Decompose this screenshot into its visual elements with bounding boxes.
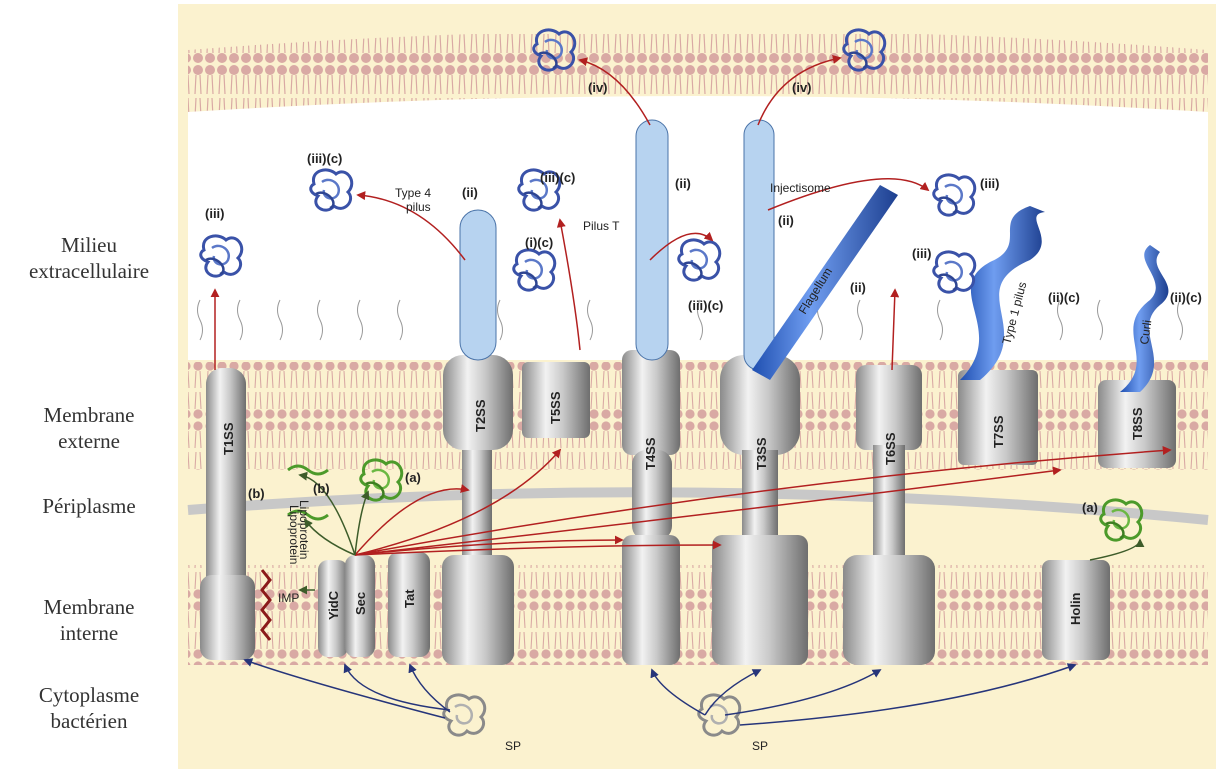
lipoprotein-label-2: Lipoprotein bbox=[287, 505, 301, 564]
t1ss-label: T1SS bbox=[221, 422, 236, 455]
pilus-t-label: Pilus T bbox=[583, 219, 620, 233]
annotation-iiic-t4: (iii)(c) bbox=[688, 298, 723, 313]
annotation-ii-t3: (ii) bbox=[778, 213, 794, 228]
type4-pilus-label-2: pilus bbox=[406, 200, 431, 214]
annotation-a-right: (a) bbox=[1082, 500, 1098, 515]
t7ss-label: T7SS bbox=[991, 415, 1006, 448]
annotation-b-lipo: (b) bbox=[313, 481, 330, 496]
t2ss-label: T2SS bbox=[473, 399, 488, 432]
t8ss-label: T8SS bbox=[1130, 407, 1145, 440]
t4ss-label: T4SS bbox=[643, 437, 658, 470]
t6ss-label: T6SS bbox=[883, 432, 898, 465]
annotation-iii-t1: (iii) bbox=[205, 206, 225, 221]
outer-membrane-lipids-2 bbox=[188, 422, 1208, 470]
sp-left-label: SP bbox=[505, 739, 521, 753]
annotation-ii-t2: (ii) bbox=[462, 185, 478, 200]
annotation-iiic-t2: (iii)(c) bbox=[307, 151, 342, 166]
annotation-iiic-t5: (iii)(c) bbox=[540, 170, 575, 185]
type4-pilus-label-1: Type 4 bbox=[395, 186, 431, 200]
type4-pilus bbox=[460, 210, 496, 360]
annotation-b-t1: (b) bbox=[248, 486, 265, 501]
annotation-iii-t6: (iii) bbox=[912, 246, 932, 261]
annotation-iic-t8: (ii)(c) bbox=[1170, 290, 1202, 305]
annotation-ii-t4: (ii) bbox=[675, 176, 691, 191]
annotation-iic-t7: (ii)(c) bbox=[1048, 290, 1080, 305]
sp-right-label: SP bbox=[752, 739, 768, 753]
outer-membrane-lipids bbox=[188, 362, 1208, 422]
sec-label: Sec bbox=[353, 592, 368, 615]
annotation-ii-flagellum: (ii) bbox=[850, 280, 866, 295]
tat-label: Tat bbox=[402, 589, 417, 608]
t5ss-label: T5SS bbox=[548, 391, 563, 424]
annotation-iii-t3: (iii) bbox=[980, 176, 1000, 191]
t3ss-label: T3SS bbox=[754, 437, 769, 470]
annotation-ic-t5: (i)(c) bbox=[525, 235, 553, 250]
yidc-label: YidC bbox=[326, 590, 341, 620]
annotation-iv-right: (iv) bbox=[792, 80, 812, 95]
injectisome-label: Injectisome bbox=[770, 181, 831, 195]
annotation-a-left: (a) bbox=[405, 470, 421, 485]
imp-label: IMP bbox=[278, 591, 299, 605]
annotation-iv-left: (iv) bbox=[588, 80, 608, 95]
extracellular-space bbox=[188, 96, 1208, 360]
holin-label: Holin bbox=[1068, 592, 1083, 625]
